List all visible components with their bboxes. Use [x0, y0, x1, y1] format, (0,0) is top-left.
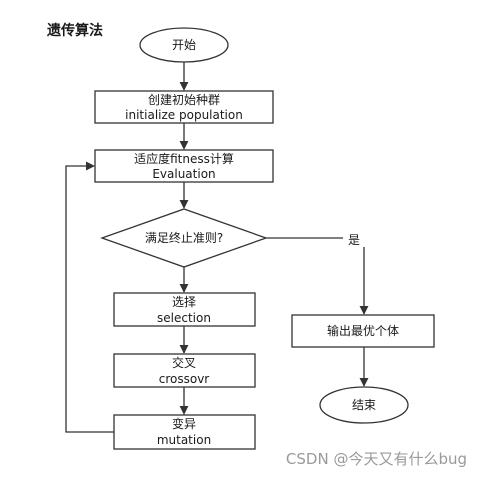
mutation-label-zh: 变异 — [172, 416, 196, 431]
end-node: 结束 — [319, 386, 409, 424]
selection-label-en: selection — [157, 311, 211, 325]
selection-node: 选择 selection — [113, 292, 256, 327]
output-best-node: 输出最优个体 — [291, 314, 435, 348]
eval-label-en: Evaluation — [152, 167, 215, 181]
edge-decision-output — [266, 237, 369, 315]
yes-label-bg — [343, 231, 365, 247]
crossover-label-en: crossovr — [159, 372, 210, 386]
watermark: CSDN @今天又有什么bug — [285, 450, 467, 468]
yes-label: 是 — [348, 233, 360, 247]
termination-decision-node: 满足终止准则? — [100, 208, 268, 268]
init-label-zh: 创建初始种群 — [148, 93, 220, 107]
crossover-label-zh: 交叉 — [172, 355, 196, 370]
output-label: 输出最优个体 — [327, 323, 399, 338]
init-label-en: initialize population — [125, 108, 243, 122]
decision-label: 满足终止准则? — [145, 230, 223, 245]
edge-mutation-eval-loop — [65, 161, 114, 433]
start-label: 开始 — [172, 38, 196, 52]
end-label: 结束 — [352, 398, 376, 412]
mutation-label-en: mutation — [157, 433, 211, 447]
mutation-node: 变异 mutation — [113, 414, 256, 450]
start-node: 开始 — [139, 27, 229, 63]
diagram-title: 遗传算法 — [47, 23, 103, 39]
evaluation-node: 适应度fitness计算 Evaluation — [94, 149, 274, 183]
crossover-node: 交叉 crossovr — [113, 353, 256, 388]
eval-label-zh: 适应度fitness计算 — [134, 151, 234, 166]
selection-label-zh: 选择 — [172, 295, 196, 309]
init-population-node: 创建初始种群 initialize population — [94, 90, 274, 124]
